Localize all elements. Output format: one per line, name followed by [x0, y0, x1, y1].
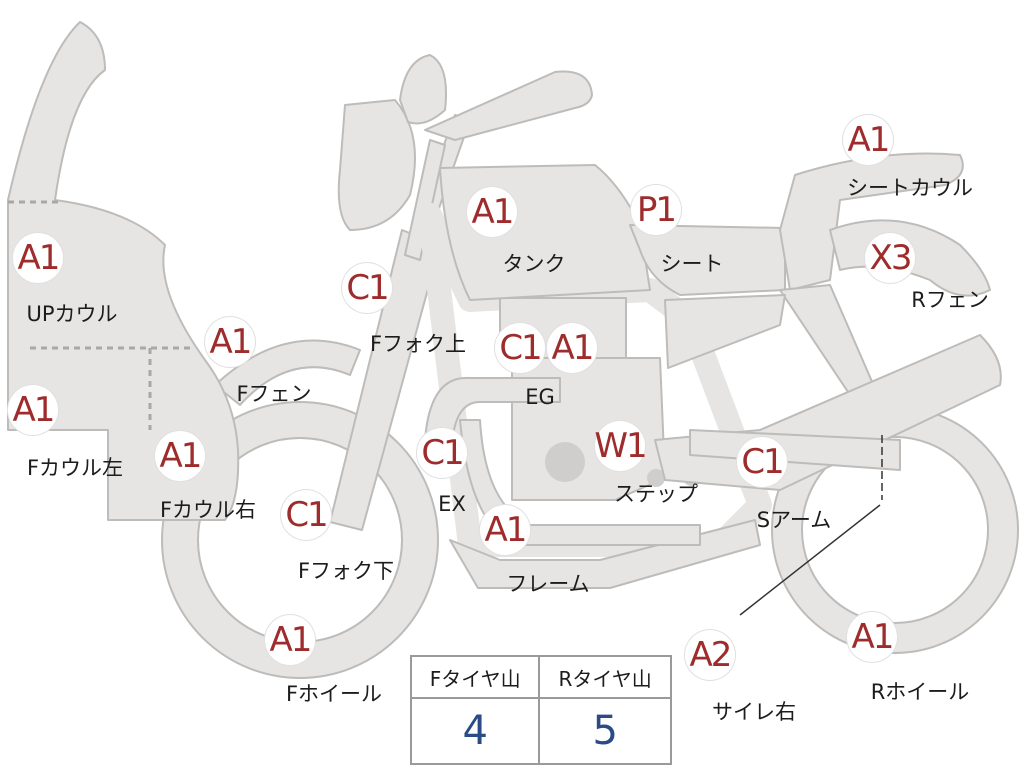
label-seat-cowl: シートカウル	[847, 176, 973, 200]
marker-ex[interactable]: C1	[417, 428, 467, 478]
marker-eg-a[interactable]: A1	[547, 323, 597, 373]
seat-cowl-shape	[779, 152, 964, 291]
label-eg: EG	[525, 385, 555, 409]
marker-eg-c[interactable]: C1	[495, 323, 545, 373]
tire-tread-table: Fタイヤ山 Rタイヤ山 4 5	[409, 655, 672, 765]
label-seat: シート	[660, 252, 724, 276]
label-frame: フレーム	[506, 572, 590, 596]
label-f-wheel: Fホイール	[285, 682, 383, 706]
value-rear-tire[interactable]: 5	[538, 697, 672, 765]
tank-shape	[439, 164, 651, 301]
marker-f-fender[interactable]: A1	[205, 317, 255, 367]
label-muffler-r: サイレ右	[712, 700, 796, 724]
marker-f-cowl-left[interactable]: A1	[8, 385, 58, 435]
value-front-tire[interactable]: 4	[409, 697, 541, 765]
label-r-wheel: Rホイール	[870, 680, 970, 704]
exhaust-shape	[424, 376, 561, 446]
label-f-fork-upper: Fフォク上	[369, 332, 467, 356]
seat-shape	[629, 224, 786, 296]
header-front-tire: Fタイヤ山	[409, 655, 541, 699]
label-up-cowl: UPカウル	[26, 302, 118, 326]
header-rear-tire: Rタイヤ山	[538, 655, 672, 699]
label-ex: EX	[438, 492, 466, 516]
marker-f-cowl-right[interactable]: A1	[155, 431, 205, 481]
marker-f-fork-lower[interactable]: C1	[281, 490, 331, 540]
label-f-fork-lower: Fフォク下	[297, 559, 395, 583]
label-f-cowl-left: Fカウル左	[26, 456, 124, 480]
marker-r-fender[interactable]: X3	[865, 233, 915, 283]
label-f-fender: Fフェン	[236, 382, 312, 406]
headlight-shape	[337, 99, 416, 231]
marker-tank[interactable]: A1	[467, 187, 517, 237]
label-step: ステップ	[614, 482, 698, 506]
marker-f-wheel[interactable]: A1	[265, 615, 315, 665]
marker-frame[interactable]: A1	[480, 505, 530, 555]
marker-s-arm[interactable]: C1	[737, 437, 787, 487]
marker-step[interactable]: W1	[594, 421, 648, 471]
marker-muffler-r[interactable]: A2	[685, 630, 735, 680]
marker-seat-cowl[interactable]: A1	[843, 115, 893, 165]
marker-seat[interactable]: P1	[631, 185, 681, 235]
handlebar-shape	[424, 70, 593, 141]
marker-up-cowl[interactable]: A1	[13, 233, 63, 283]
cowl-shape	[7, 21, 240, 521]
front-fender-shape	[214, 339, 361, 406]
label-r-fender: Rフェン	[911, 288, 989, 312]
marker-r-wheel[interactable]: A1	[847, 612, 897, 662]
label-f-cowl-right: Fカウル右	[159, 498, 257, 522]
label-tank: タンク	[502, 252, 566, 276]
marker-f-fork-upper[interactable]: C1	[342, 263, 392, 313]
label-s-arm: Sアーム	[756, 508, 832, 532]
